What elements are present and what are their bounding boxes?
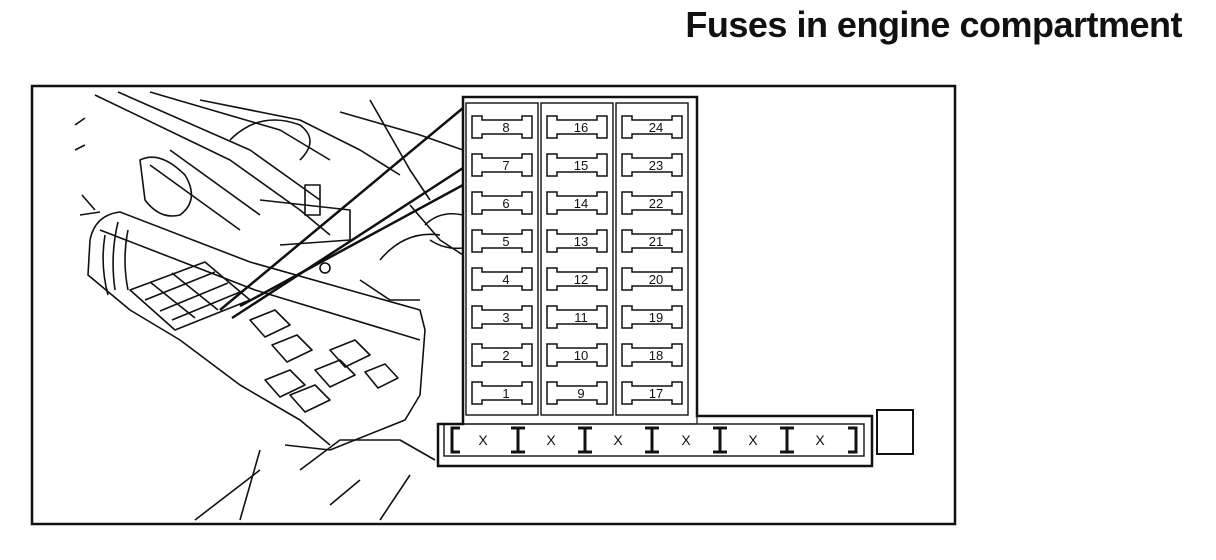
fuse-slot-outline bbox=[621, 153, 683, 177]
callout-lines bbox=[219, 107, 464, 320]
fuse-slot: 12 bbox=[546, 267, 608, 291]
fuse-number-label: 23 bbox=[649, 158, 663, 173]
fuse-slot: 22 bbox=[621, 191, 683, 215]
spare-slot-label: X bbox=[681, 432, 691, 448]
fuse-number-label: 2 bbox=[502, 348, 509, 363]
fuse-number-label: 1 bbox=[502, 386, 509, 401]
fuse-number-label: 20 bbox=[649, 272, 663, 287]
fuse-slot: 7 bbox=[471, 153, 533, 177]
fuse-number-label: 9 bbox=[577, 386, 584, 401]
fuse-slot-outline bbox=[546, 115, 608, 139]
fuse-slot-outline bbox=[471, 381, 533, 405]
fuse-slot-outline bbox=[621, 115, 683, 139]
square-block bbox=[876, 409, 914, 455]
fuse-slot-outline bbox=[621, 267, 683, 291]
fuse-number-label: 7 bbox=[502, 158, 509, 173]
fuse-number-label: 13 bbox=[574, 234, 588, 249]
spare-slot-label: X bbox=[748, 432, 758, 448]
fuse-number-label: 4 bbox=[502, 272, 509, 287]
fuse-slot: 1 bbox=[471, 381, 533, 405]
fuse-column-frame bbox=[540, 102, 614, 416]
spare-slot-label: X bbox=[613, 432, 623, 448]
fuse-slot: 21 bbox=[621, 229, 683, 253]
fuse-slot: 14 bbox=[546, 191, 608, 215]
connector-bar bbox=[578, 426, 592, 454]
fuse-slot-outline bbox=[471, 153, 533, 177]
fuse-slot-outline bbox=[621, 191, 683, 215]
fuse-slot: 9 bbox=[546, 381, 608, 405]
fuse-slot-outline bbox=[471, 115, 533, 139]
fuse-slot-outline bbox=[621, 343, 683, 367]
fuse-slot: 15 bbox=[546, 153, 608, 177]
fuse-number-label: 16 bbox=[574, 120, 588, 135]
fuse-slot: 16 bbox=[546, 115, 608, 139]
fuse-slot-outline bbox=[621, 305, 683, 329]
connector-bar bbox=[645, 426, 659, 454]
fuse-slot: 6 bbox=[471, 191, 533, 215]
fuse-column: 16 15 14 13 12 11 10 9 bbox=[540, 102, 614, 416]
connector-bar bbox=[780, 426, 794, 454]
fuse-slot-outline bbox=[471, 305, 533, 329]
fuse-slot: 19 bbox=[621, 305, 683, 329]
fuse-slot-outline bbox=[471, 343, 533, 367]
fuse-slot: 4 bbox=[471, 267, 533, 291]
fuse-slot-outline bbox=[546, 153, 608, 177]
fuse-slot: 17 bbox=[621, 381, 683, 405]
fuse-number-label: 18 bbox=[649, 348, 663, 363]
page-title: Fuses in engine compartment bbox=[685, 4, 1182, 45]
fuse-number-label: 14 bbox=[574, 196, 588, 211]
fuse-number-label: 5 bbox=[502, 234, 509, 249]
fuse-slot-outline bbox=[546, 191, 608, 215]
fuse-slot: 2 bbox=[471, 343, 533, 367]
fuse-slot: 18 bbox=[621, 343, 683, 367]
fuse-slot-outline bbox=[546, 381, 608, 405]
fuse-slot-outline bbox=[546, 343, 608, 367]
fuse-slot: 10 bbox=[546, 343, 608, 367]
end-bracket bbox=[848, 426, 858, 454]
fuse-number-label: 15 bbox=[574, 158, 588, 173]
fuse-column: 24 23 22 21 20 19 18 17 bbox=[615, 102, 689, 416]
fuse-number-label: 10 bbox=[574, 348, 588, 363]
fuse-number-label: 11 bbox=[574, 310, 588, 325]
connector-bar bbox=[713, 426, 727, 454]
fuse-slot-outline bbox=[546, 229, 608, 253]
fuse-slot-outline bbox=[546, 305, 608, 329]
diagram-frame bbox=[30, 84, 957, 526]
fuse-column-frame bbox=[465, 102, 539, 416]
fuse-number-label: 24 bbox=[649, 120, 663, 135]
fuse-slot-outline bbox=[621, 229, 683, 253]
end-bracket bbox=[450, 426, 460, 454]
fuse-slot-outline bbox=[621, 381, 683, 405]
fuse-number-label: 17 bbox=[649, 386, 663, 401]
fuse-slot-outline bbox=[546, 267, 608, 291]
fuse-slot-outline bbox=[471, 229, 533, 253]
fuse-slot: 13 bbox=[546, 229, 608, 253]
fuse-number-label: 6 bbox=[502, 196, 509, 211]
fuse-number-label: 3 bbox=[502, 310, 509, 325]
fuse-number-label: 22 bbox=[649, 196, 663, 211]
fuse-slot: 5 bbox=[471, 229, 533, 253]
fuse-slot: 20 bbox=[621, 267, 683, 291]
spare-slot-label: X bbox=[815, 432, 825, 448]
bottom-strip bbox=[443, 423, 865, 457]
fuse-slot: 3 bbox=[471, 305, 533, 329]
fuse-slot-outline bbox=[471, 191, 533, 215]
spare-slot-label: X bbox=[546, 432, 556, 448]
fuse-slot-outline bbox=[471, 267, 533, 291]
fuse-number-label: 19 bbox=[649, 310, 663, 325]
fuse-column: 8 7 6 5 4 3 2 1 bbox=[465, 102, 539, 416]
fuse-slot: 8 bbox=[471, 115, 533, 139]
connector-bar bbox=[511, 426, 525, 454]
fuse-slot: 23 bbox=[621, 153, 683, 177]
fuse-slot: 11 bbox=[546, 305, 608, 329]
fuse-number-label: 12 bbox=[574, 272, 588, 287]
fuse-number-label: 21 bbox=[649, 234, 663, 249]
fuse-column-frame bbox=[615, 102, 689, 416]
spare-slot-label: X bbox=[478, 432, 488, 448]
fuse-slot: 24 bbox=[621, 115, 683, 139]
fuse-number-label: 8 bbox=[502, 120, 509, 135]
